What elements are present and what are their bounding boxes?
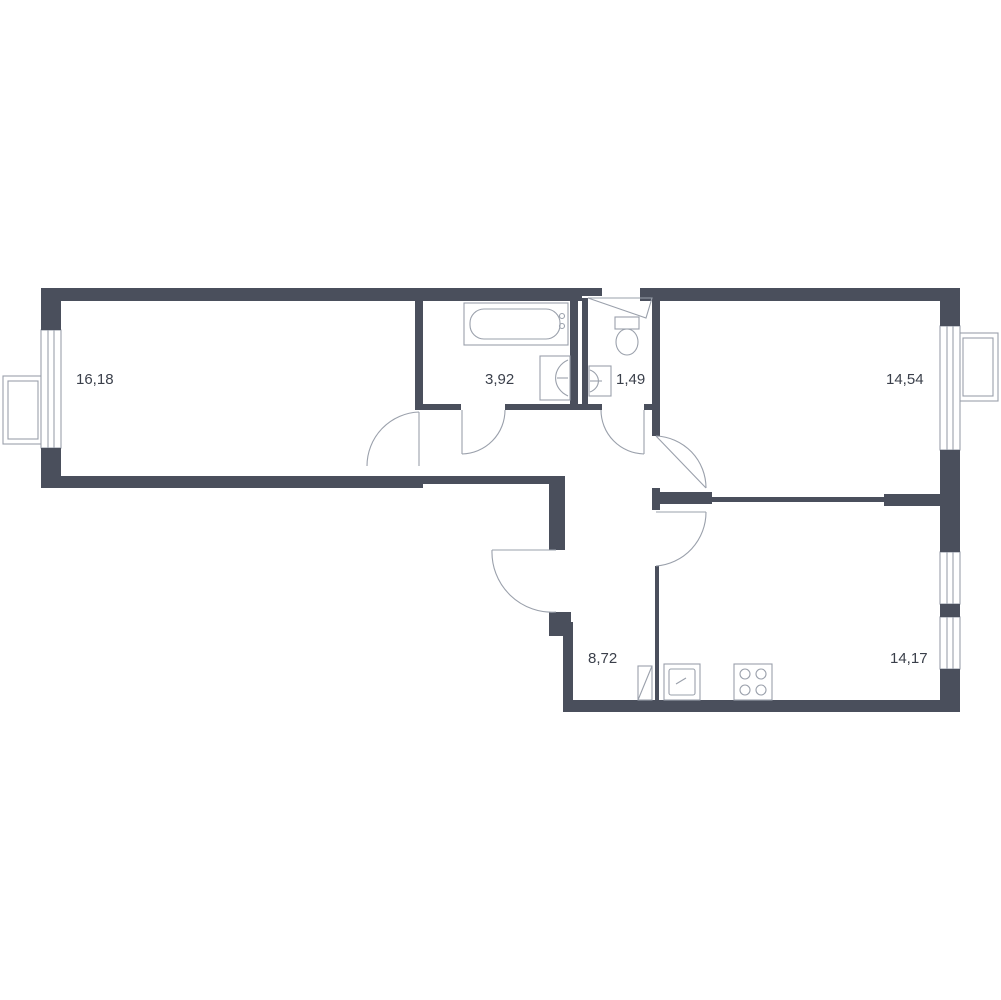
area-kitchen: 14,17: [890, 650, 928, 667]
area-living-room: 16,18: [76, 371, 114, 388]
window-living-room: [40, 329, 62, 449]
right-balcony: [957, 332, 999, 402]
area-toilet: 1,49: [616, 371, 645, 388]
walls: [41, 288, 960, 712]
door-toilet: [600, 409, 645, 455]
door-bathroom: [461, 409, 506, 455]
area-hallway: 8,72: [588, 650, 617, 667]
toilet-sink-icon: [588, 365, 612, 397]
door-entrance: [491, 549, 557, 613]
area-bathroom: 3,92: [485, 371, 514, 388]
door-kitchen: [655, 511, 707, 567]
door-living-room: [366, 411, 420, 467]
toilet-icon: [614, 316, 640, 356]
kitchen-duct: [637, 665, 653, 701]
area-bedroom: 14,54: [886, 371, 924, 388]
door-bedroom: [655, 435, 707, 489]
vent-shaft: [587, 297, 653, 319]
left-balcony: [2, 375, 44, 445]
window-kitchen-bottom: [939, 616, 961, 670]
window-kitchen-top: [939, 551, 961, 605]
stove-icon: [733, 663, 773, 701]
kitchen-sink-icon: [663, 663, 701, 701]
window-bedroom: [939, 325, 961, 451]
bathroom-sink-icon: [539, 355, 571, 401]
bathtub-icon: [463, 302, 569, 346]
